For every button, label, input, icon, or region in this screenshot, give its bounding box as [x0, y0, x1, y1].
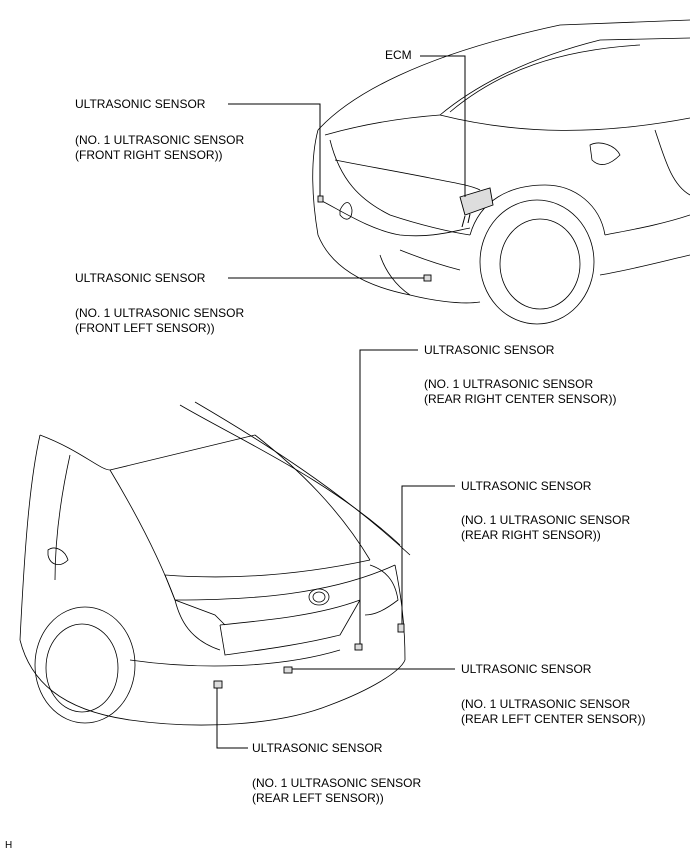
ecm-unit	[459, 187, 494, 228]
rear-left-title: ULTRASONIC SENSOR	[252, 741, 383, 755]
front-right-sensor	[317, 195, 324, 203]
rear-right-center-desc-1: (NO. 1 ULTRASONIC SENSOR	[424, 377, 594, 391]
rear-right-desc-2: (REAR RIGHT SENSOR))	[461, 528, 601, 542]
front-right-title: ULTRASONIC SENSOR	[75, 97, 206, 111]
front-right-leader-line	[228, 103, 321, 196]
rear-left-leader-line	[216, 688, 248, 749]
front-left-desc-1: (NO. 1 ULTRASONIC SENSOR	[75, 306, 245, 320]
rear-right-sensor	[397, 623, 405, 633]
front-right-desc-1: (NO. 1 ULTRASONIC SENSOR	[75, 133, 245, 147]
front-left-desc-2: (FRONT LEFT SENSOR))	[75, 321, 215, 335]
rear-car-drawing	[19, 401, 411, 726]
rear-right-center-desc-2: (REAR RIGHT CENTER SENSOR))	[424, 392, 617, 406]
rear-left-center-desc-2: (REAR LEFT CENTER SENSOR))	[461, 712, 646, 726]
rear-left-desc-2: (REAR LEFT SENSOR))	[252, 791, 384, 805]
rear-right-center-sensor	[354, 643, 363, 651]
front-right-desc-2: (FRONT RIGHT SENSOR))	[75, 148, 223, 162]
front-car-drawing	[312, 19, 690, 325]
rear-right-center-title: ULTRASONIC SENSOR	[424, 343, 555, 357]
ecm-leader-line	[420, 55, 466, 197]
corner-mark: H	[5, 840, 13, 851]
rear-left-center-sensor	[283, 666, 293, 674]
front-left-sensor	[423, 274, 432, 282]
ecm-label: ECM	[385, 48, 412, 62]
rear-left-center-title: ULTRASONIC SENSOR	[461, 662, 592, 676]
front-left-title: ULTRASONIC SENSOR	[75, 271, 206, 285]
rear-right-desc-1: (NO. 1 ULTRASONIC SENSOR	[461, 513, 631, 527]
rear-left-desc-1: (NO. 1 ULTRASONIC SENSOR	[252, 776, 422, 790]
rear-left-center-desc-1: (NO. 1 ULTRASONIC SENSOR	[461, 697, 631, 711]
rear-left-sensor	[213, 680, 223, 689]
rear-right-center-leader-line	[359, 349, 418, 644]
rear-right-leader-line	[401, 485, 455, 624]
rear-right-title: ULTRASONIC SENSOR	[461, 479, 592, 493]
